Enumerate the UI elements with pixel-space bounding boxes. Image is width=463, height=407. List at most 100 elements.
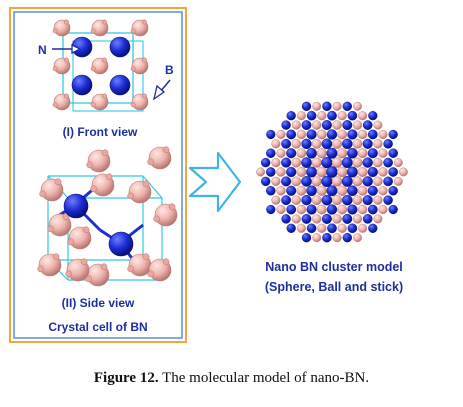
nitrogen-atom (63, 193, 89, 219)
boron-atom (291, 139, 302, 149)
unit-cell-edge (72, 40, 144, 112)
boron-atom (316, 148, 327, 159)
nitrogen-atom (266, 148, 276, 158)
boron-bond-stub (63, 19, 69, 25)
boron-bond-stub (86, 161, 93, 169)
nitrogen-atom (281, 214, 291, 224)
arrow-n-head (71, 43, 82, 55)
nitrogen-atom (266, 204, 276, 215)
boron-atom (332, 101, 342, 111)
boron-bond-stub (52, 253, 60, 261)
boron-atom (311, 214, 322, 224)
nitrogen-atom (301, 194, 312, 206)
nitrogen-atom (321, 138, 333, 150)
boron-atom (291, 176, 302, 187)
nitrogen-atom (109, 36, 131, 58)
boron-atom (353, 233, 362, 243)
nitrogen-atom (322, 101, 332, 112)
boron-bond-stub (101, 149, 109, 157)
nitrogen-atom (306, 110, 317, 121)
nitrogen-atom (322, 232, 332, 243)
nitrogen-atom (261, 176, 271, 187)
nitrogen-atom (301, 157, 312, 168)
boron-atom (311, 138, 322, 149)
nitrogen-atom (301, 214, 312, 224)
boron-atom (291, 120, 301, 130)
boron-bond-stub (141, 93, 147, 99)
boron-atom (378, 186, 388, 196)
nitrogen-atom (362, 214, 373, 224)
nitrogen-atom (301, 101, 312, 111)
boron-atom (332, 138, 343, 149)
nitrogen-atom (326, 185, 338, 197)
side-view-label: (II) Side view (62, 296, 135, 310)
nitrogen-atom (383, 139, 393, 149)
boron-bond-stub (162, 258, 170, 266)
boron-atom (353, 101, 362, 111)
boron-bond-stub (101, 19, 107, 25)
nitrogen-atom (286, 166, 297, 178)
unit-cell-edge (142, 175, 163, 199)
nitrogen-atom (347, 147, 358, 159)
boron-bond-stub (142, 253, 150, 261)
nitrogen-atom (286, 129, 297, 140)
boron-atom (296, 148, 307, 159)
boron-bond-stub (100, 263, 108, 271)
boron-bond-stub (141, 57, 147, 63)
boron-atom (337, 185, 348, 196)
boron-atom (256, 167, 266, 177)
boron-atom (316, 129, 327, 140)
boron-atom (393, 176, 403, 186)
nitrogen-atom (327, 223, 337, 234)
boron-bond-stub (47, 225, 54, 233)
caption-text: The molecular model of nano-BN. (162, 370, 370, 386)
nitrogen-atom (306, 223, 317, 234)
boron-atom (378, 148, 388, 158)
boron-bond-stub (168, 203, 176, 211)
nitrogen-atom (346, 166, 358, 178)
boron-atom (337, 111, 347, 121)
nitrogen-atom (261, 157, 271, 168)
boron-atom (276, 129, 286, 139)
front-view-model (52, 19, 149, 112)
boron-atom (378, 167, 388, 177)
boron-atom (357, 167, 368, 177)
boron-atom (373, 139, 383, 149)
label-b: B (165, 63, 174, 77)
nitrogen-atom (342, 120, 353, 131)
nano-bn-cluster (256, 101, 408, 243)
boron-atom (291, 195, 302, 205)
nitrogen-atom (306, 204, 317, 215)
boron-bond-stub (142, 180, 150, 188)
nitrogen-atom (301, 233, 312, 243)
nitrogen-atom (281, 138, 292, 149)
nitrogen-atom (286, 185, 297, 196)
boron-bond-stub (63, 57, 69, 63)
boron-bond-stub (101, 93, 107, 99)
boron-atom (311, 157, 322, 168)
nitrogen-atom (362, 176, 373, 187)
boron-bond-stub (90, 66, 96, 72)
boron-bond-stub (80, 258, 88, 266)
boron-bond-stub (37, 265, 44, 273)
nitrogen-atom (342, 213, 353, 224)
boron-atom (352, 214, 363, 224)
boron-atom (337, 148, 348, 159)
boron-atom (312, 233, 322, 243)
boron-atom (357, 129, 368, 140)
label-n: N (38, 43, 47, 57)
boron-atom (276, 186, 286, 196)
boron-atom (357, 204, 368, 215)
boron-atom (352, 157, 363, 168)
boron-bond-stub (153, 215, 160, 223)
boron-atom (373, 214, 383, 224)
figure-caption: Figure 12. The molecular model of nano-B… (0, 370, 463, 387)
nitrogen-atom (367, 129, 378, 140)
boron-atom (316, 166, 328, 178)
boron-atom (271, 158, 281, 168)
nitrogen-atom (266, 129, 276, 140)
boron-atom (276, 148, 286, 158)
boron-atom (291, 157, 302, 168)
nitrogen-atom (306, 129, 317, 140)
